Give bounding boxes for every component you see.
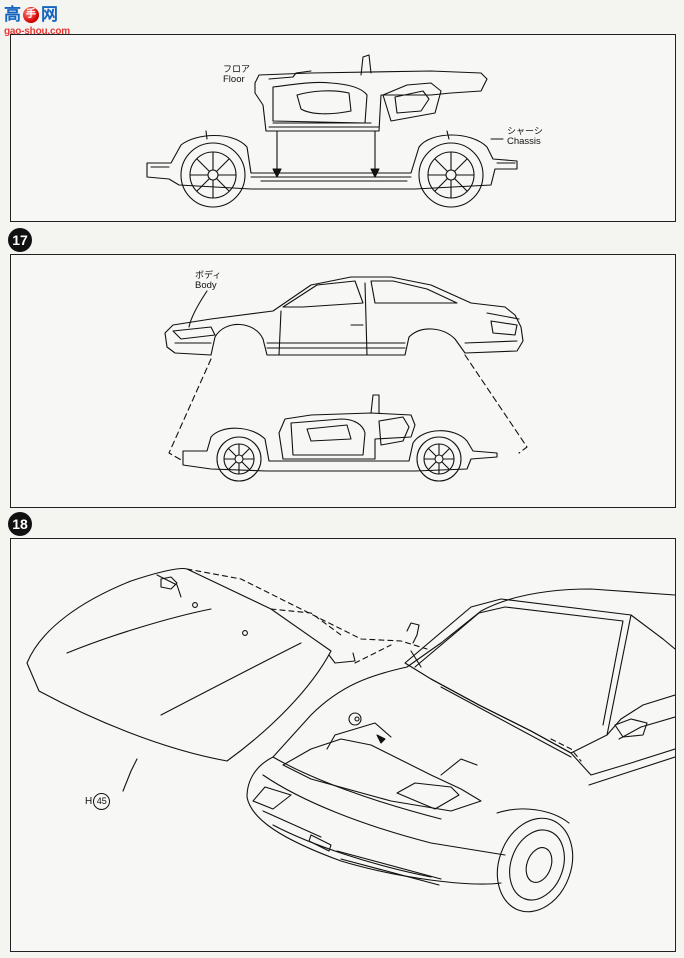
chassis-label-jp: シャーシ [507,127,543,137]
chassis-label: シャーシ Chassis [507,127,543,147]
part-number-badge: 45 [93,793,111,810]
step-17-panel: ボディ Body [10,254,676,508]
step-18-badge: 18 [8,512,32,536]
part-prefix: H [85,796,93,807]
floor-label-jp: フロア [223,65,251,75]
step17-front-wheel [216,436,262,482]
front-wheel [180,142,246,208]
floor-outline [254,70,488,132]
chassis-label-en: Chassis [507,136,541,147]
rear-wheel [418,142,484,208]
step-17-badge: 17 [8,228,32,252]
floor-chassis-drawing [146,54,518,208]
car-front-wheel [496,817,574,913]
site-logo[interactable]: 高 手 网 gao-shou.com [4,4,74,38]
car-body-outline [246,588,675,798]
body-label-en: Body [195,280,217,291]
body-assembly-drawing [164,276,528,482]
logo-ball-icon: 手 [23,7,39,23]
logo-char-1: 高 [4,5,21,25]
hood-assembly-drawing [26,567,675,913]
logo-mark: 高 手 网 [4,4,58,26]
hood-outline [26,567,332,762]
floor-label: フロア Floor [223,65,250,85]
step17-rear-wheel [416,436,462,482]
step-16-panel: フロア Floor シャーシ Chassis [10,34,676,222]
chassis-outline [146,134,518,190]
logo-url: gao-shou.com [4,26,70,37]
logo-char-3: 网 [41,5,58,25]
body-label: ボディ Body [195,271,221,291]
body-label-jp: ボディ [195,271,222,281]
floor-label-en: Floor [223,74,245,85]
body-outline [164,276,524,356]
